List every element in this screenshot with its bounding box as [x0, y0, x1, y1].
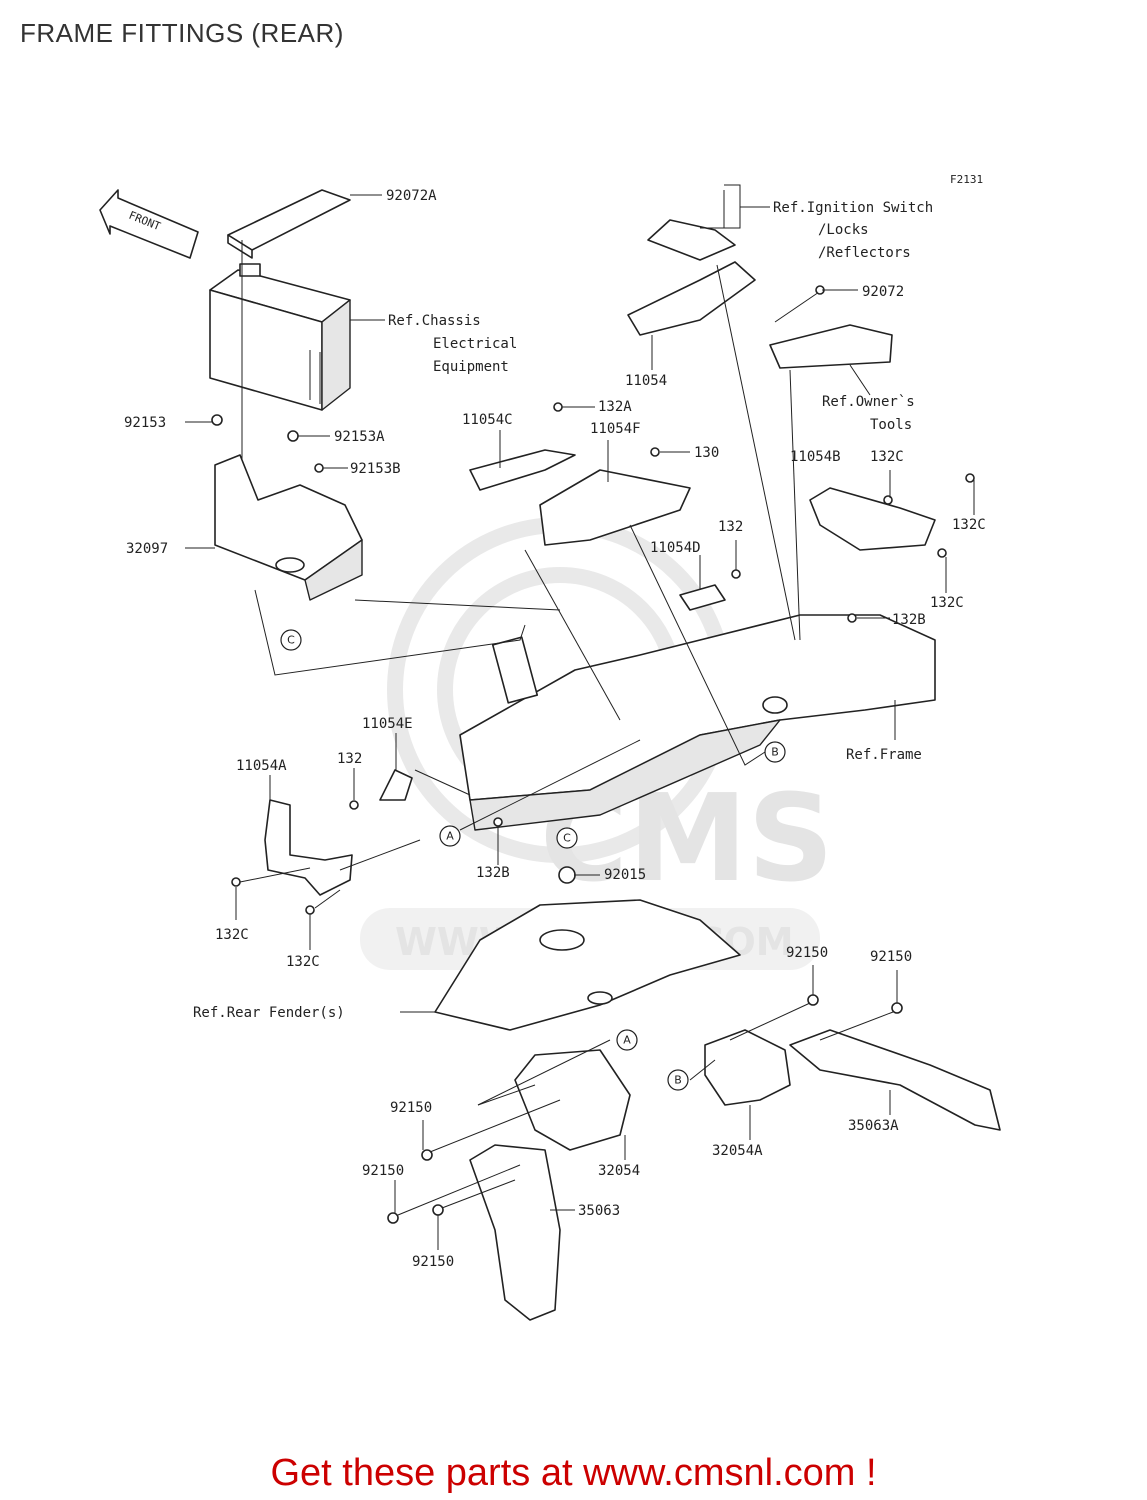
label-130: 130 — [694, 445, 719, 461]
callout-b-low: B — [667, 1069, 689, 1091]
label-132c-2: 132C — [952, 517, 986, 533]
label-ref-owners: Ref.Owner`s — [822, 394, 915, 410]
rear-frame-part — [459, 614, 936, 831]
label-92150-5: 92150 — [412, 1254, 454, 1270]
battery-case-part — [214, 454, 363, 601]
ignition-bracket-part — [627, 190, 756, 336]
rear-fender-part — [434, 899, 741, 1031]
label-11054b: 11054B — [790, 449, 841, 465]
label-ref-chassis: Ref.Chassis — [388, 313, 481, 329]
label-ref-ignition-switch: Ref.Ignition Switch — [773, 200, 933, 216]
label-ref-chassis-electrical: Electrical — [433, 336, 517, 352]
label-92153: 92153 — [124, 415, 166, 431]
label-11054d: 11054D — [650, 540, 701, 556]
label-32054a: 32054A — [712, 1143, 763, 1159]
svg-text:C: C — [563, 832, 571, 845]
callout-c-top: C — [280, 629, 302, 651]
svg-text:A: A — [446, 830, 454, 843]
svg-text:B: B — [771, 746, 779, 759]
label-11054f: 11054F — [590, 421, 641, 437]
label-132c-5: 132C — [286, 954, 320, 970]
page-title: FRAME FITTINGS (REAR) — [20, 18, 344, 48]
label-92153b: 92153B — [350, 461, 401, 477]
label-132b-1: 132B — [892, 612, 926, 628]
label-35063a: 35063A — [848, 1118, 899, 1134]
bracket-32054-part — [514, 1049, 631, 1151]
grommet-92015-part — [558, 866, 576, 884]
svg-text:A: A — [623, 1034, 631, 1047]
owners-tools-part — [769, 289, 893, 369]
label-132c-1: 132C — [870, 449, 904, 465]
callout-a-mid: A — [439, 825, 461, 847]
label-32054: 32054 — [598, 1163, 640, 1179]
label-ref-rear-fender: Ref.Rear Fender(s) — [193, 1005, 345, 1021]
label-132c-3: 132C — [930, 595, 964, 611]
label-92150-3: 92150 — [390, 1100, 432, 1116]
battery-strap-part — [227, 189, 351, 259]
label-132c-4: 132C — [215, 927, 249, 943]
label-132-1: 132 — [718, 519, 743, 535]
bolts — [211, 285, 975, 1224]
footrest-bracket-35063-part — [469, 1144, 561, 1321]
leader-lines — [185, 184, 975, 1250]
label-32097: 32097 — [126, 541, 168, 557]
label-92072: 92072 — [862, 284, 904, 300]
label-92153a: 92153A — [334, 429, 385, 445]
label-92072a: 92072A — [386, 188, 437, 204]
label-11054e: 11054E — [362, 716, 413, 732]
label-ref-owners-tools: Tools — [870, 417, 912, 433]
bracket-32054a-part — [704, 1029, 791, 1106]
label-92015: 92015 — [604, 867, 646, 883]
label-92150-1: 92150 — [786, 945, 828, 961]
bracket-11054a-part — [264, 799, 353, 896]
label-ref-ignition-locks: /Locks — [818, 222, 869, 238]
label-132-2: 132 — [337, 751, 362, 767]
svg-text:B: B — [674, 1074, 682, 1087]
battery-part — [209, 263, 351, 411]
exploded-parts-diagram: CMS WWW.CMSNL.COM FRONT F2131 — [99, 173, 1001, 1321]
label-132a: 132A — [598, 399, 632, 415]
label-ref-frame: Ref.Frame — [846, 747, 922, 763]
bracket-11054c-part — [469, 449, 576, 491]
figure-code: F2131 — [950, 173, 983, 186]
label-11054a: 11054A — [236, 758, 287, 774]
label-ref-ignition-reflectors: /Reflectors — [818, 245, 911, 261]
label-35063: 35063 — [578, 1203, 620, 1219]
label-11054c: 11054C — [462, 412, 513, 428]
callout-c-mid: C — [556, 827, 578, 849]
footrest-bracket-35063a-part — [789, 1029, 1001, 1131]
label-92150-2: 92150 — [870, 949, 912, 965]
label-92150-4: 92150 — [362, 1163, 404, 1179]
bracket-11054f-part — [539, 469, 691, 546]
bracket-11054e-part — [379, 769, 413, 801]
front-arrow-icon: FRONT — [99, 189, 199, 259]
promo-link[interactable]: Get these parts at www.cmsnl.com ! — [270, 1452, 877, 1494]
bracket-11054b-part — [809, 487, 936, 551]
label-11054: 11054 — [625, 373, 667, 389]
bracket-11054d-part — [679, 584, 726, 611]
svg-text:C: C — [287, 634, 295, 647]
callout-a-low: A — [616, 1029, 638, 1051]
label-132b-2: 132B — [476, 865, 510, 881]
callout-b-frame: B — [764, 741, 786, 763]
label-ref-chassis-equipment: Equipment — [433, 359, 509, 375]
